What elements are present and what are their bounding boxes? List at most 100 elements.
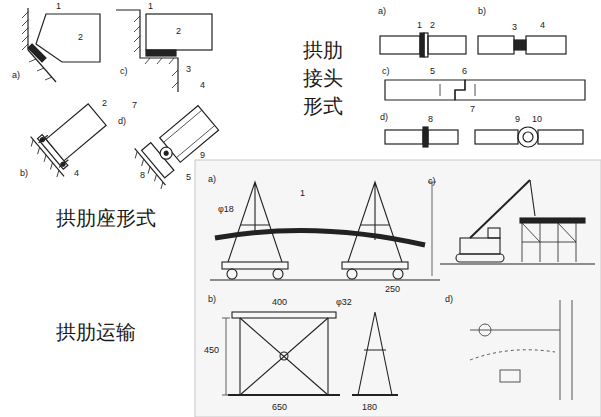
joint-c-drawing bbox=[475, 84, 476, 96]
seat-c-drawing bbox=[146, 14, 212, 50]
joint-c-drawing bbox=[385, 80, 585, 100]
joint-a-drawing bbox=[420, 33, 424, 57]
callout-label: b) bbox=[478, 6, 486, 16]
seat-d-drawing bbox=[160, 106, 219, 163]
joint-b-drawing bbox=[514, 40, 526, 50]
callout-label: 2 bbox=[78, 32, 83, 42]
callout-label: d) bbox=[380, 112, 388, 122]
callout-label: 2 bbox=[102, 98, 107, 108]
callout-label: b) bbox=[208, 294, 216, 304]
transport-gantry-drawing bbox=[215, 230, 425, 245]
callout-label: 400 bbox=[272, 297, 287, 307]
callout-label: 450 bbox=[204, 345, 219, 355]
seat-d-drawing bbox=[163, 150, 169, 156]
joint-b-drawing bbox=[478, 36, 566, 54]
seat-b-drawing bbox=[46, 104, 106, 161]
transport-frame-drawing bbox=[228, 394, 340, 396]
callout-label: c) bbox=[382, 66, 390, 76]
callout-label: 6 bbox=[462, 66, 467, 76]
callout-label: 8 bbox=[428, 114, 433, 124]
callout-label: a) bbox=[378, 6, 386, 16]
callout-label: 7 bbox=[132, 100, 137, 110]
transport-gantry-drawing bbox=[210, 279, 440, 280]
callout-label: 4 bbox=[200, 80, 205, 90]
transport-detail-drawing bbox=[572, 300, 573, 400]
callout-label: d) bbox=[445, 294, 453, 304]
crane-drawing bbox=[460, 238, 500, 254]
transport-frame-drawing bbox=[239, 318, 240, 395]
joint-d-drawing bbox=[523, 132, 533, 142]
callout-label: 1 bbox=[300, 188, 305, 198]
callout-label: 2 bbox=[430, 20, 435, 30]
transport-frame-drawing bbox=[226, 318, 227, 395]
joint-b-drawing bbox=[526, 36, 566, 54]
callout-label: 1 bbox=[56, 1, 61, 11]
transport-frame-drawing bbox=[222, 318, 230, 319]
transport-detail-drawing bbox=[470, 330, 560, 331]
joint-a-drawing bbox=[428, 36, 466, 54]
joint-d-drawing bbox=[385, 127, 583, 147]
joint-d-drawing bbox=[385, 130, 423, 144]
section-heading: 拱肋 接头 形式 bbox=[303, 36, 347, 120]
callout-label: 1 bbox=[417, 20, 422, 30]
transport-gantry-drawing bbox=[228, 182, 282, 262]
transport-frame-drawing bbox=[358, 312, 392, 395]
crane-drawing bbox=[470, 180, 530, 238]
crane-drawing bbox=[522, 223, 576, 262]
callout-label: d) bbox=[118, 116, 126, 126]
transport-detail-drawing bbox=[470, 350, 555, 360]
transport-detail-drawing bbox=[479, 324, 491, 336]
transport-frame-drawing bbox=[222, 395, 230, 396]
callout-label: c) bbox=[120, 66, 128, 76]
crane-drawing bbox=[520, 218, 585, 223]
seat-a-drawing bbox=[28, 44, 46, 62]
crane-drawing bbox=[440, 263, 595, 264]
crane-drawing bbox=[488, 228, 500, 238]
callout-label: 180 bbox=[362, 402, 377, 412]
callout-label: 1 bbox=[148, 1, 153, 11]
callout-label: c) bbox=[428, 176, 436, 186]
transport-frame-drawing bbox=[232, 312, 336, 318]
seat-a-drawing bbox=[36, 14, 100, 62]
callout-label: 9 bbox=[515, 114, 520, 124]
callout-label: b) bbox=[20, 168, 28, 178]
transport-frame-drawing bbox=[240, 318, 328, 395]
transport-detail-drawing bbox=[560, 300, 561, 400]
crane-drawing bbox=[456, 254, 504, 262]
joint-a-drawing bbox=[380, 33, 466, 57]
transport-gantry-drawing bbox=[210, 182, 440, 280]
transport-gantry-drawing bbox=[273, 269, 283, 279]
callout-label: 5 bbox=[186, 172, 191, 182]
transport-gantry-drawing bbox=[227, 269, 237, 279]
callout-label: φ32 bbox=[336, 297, 352, 307]
crane-drawing bbox=[440, 180, 595, 264]
seat-d-drawing bbox=[164, 110, 202, 142]
transport-gantry-drawing bbox=[393, 269, 403, 279]
transport-gantry-drawing bbox=[348, 182, 402, 262]
callout-label: 10 bbox=[532, 114, 542, 124]
seat-c-drawing bbox=[146, 50, 176, 56]
callout-label: 4 bbox=[540, 20, 545, 30]
callout-label: φ18 bbox=[218, 204, 234, 214]
seat-b-drawing bbox=[26, 95, 114, 180]
section-heading: 拱肋座形式 bbox=[56, 204, 156, 232]
section-heading: 拱肋运输 bbox=[56, 318, 136, 346]
transport-gantry-drawing bbox=[347, 269, 357, 279]
seat-b-drawing bbox=[59, 160, 68, 168]
transport-gantry-drawing bbox=[342, 262, 408, 269]
transport-frame-drawing bbox=[222, 312, 398, 395]
seat-c-drawing bbox=[116, 10, 212, 92]
joint-d-drawing bbox=[475, 130, 518, 144]
transport-frame-drawing bbox=[327, 318, 328, 395]
transport-gantry-drawing bbox=[222, 262, 288, 269]
transport-detail-drawing bbox=[470, 300, 572, 400]
callout-label: 5 bbox=[430, 66, 435, 76]
seat-a-drawing bbox=[22, 8, 100, 82]
transport-frame-drawing bbox=[352, 394, 398, 396]
seat-d-drawing bbox=[142, 143, 174, 178]
callout-label: 7 bbox=[470, 104, 475, 114]
crane-drawing bbox=[530, 180, 535, 216]
joint-b-drawing bbox=[478, 36, 514, 54]
joint-c-drawing bbox=[440, 84, 441, 96]
